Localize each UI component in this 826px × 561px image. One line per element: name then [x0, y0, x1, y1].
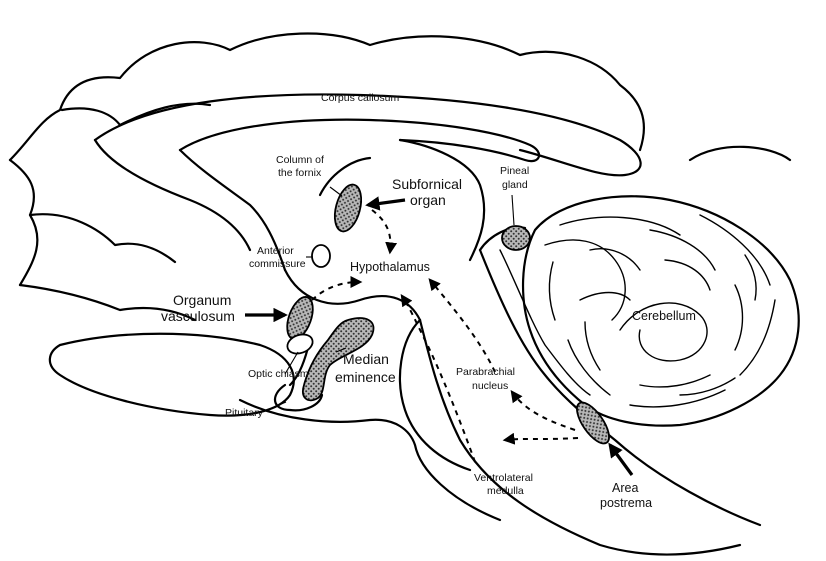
label-corpus-callosum: Corpus callosum — [321, 92, 399, 104]
label-vlm-1: Ventrolateral — [474, 472, 533, 484]
pathway-ovlt-to-hypothalamus — [312, 282, 360, 300]
label-vlm-2: medulla — [487, 485, 524, 497]
cortex-left-edge — [10, 160, 37, 285]
leader-column-fornix — [330, 187, 342, 196]
pathway-pbn-to-hypothalamus — [430, 280, 495, 372]
subfornical-organ-shape — [330, 182, 366, 235]
leader-pineal — [512, 195, 514, 225]
label-hypothalamus: Hypothalamus — [350, 260, 430, 274]
temporal-lower — [240, 400, 500, 520]
label-subfornical-2: organ — [410, 192, 446, 208]
label-column-fornix-1: Column of — [276, 154, 324, 166]
label-pituitary: Pituitary — [225, 407, 264, 419]
label-median-2: eminence — [335, 369, 396, 385]
label-median-1: Median — [343, 351, 389, 367]
pathway-medulla-to-hypothalamus — [402, 296, 475, 462]
label-cerebellum: Cerebellum — [632, 309, 696, 323]
corpus-callosum-outer — [95, 94, 641, 175]
label-anterior-comm-2: commissure — [249, 258, 306, 270]
label-organum-2: vasculosum — [161, 308, 235, 324]
arrow-subfornical — [368, 200, 405, 205]
label-parabrachial-1: Parabrachial — [456, 366, 515, 378]
anterior-commissure-shape — [312, 245, 330, 267]
label-organum-1: Organum — [173, 292, 231, 308]
pons-outline — [400, 320, 470, 470]
right-gyrus — [690, 147, 790, 160]
label-anterior-comm-1: Anterior — [257, 245, 294, 257]
arrow-area-postrema — [610, 445, 632, 475]
label-column-fornix-2: the fornix — [278, 167, 322, 179]
label-subfornical-1: Subfornical — [392, 176, 462, 192]
label-pineal-1: Pineal — [500, 165, 529, 177]
area-postrema-shape — [571, 398, 615, 449]
gyrus-line-1 — [62, 104, 210, 125]
gyrus-line-2 — [30, 214, 175, 262]
pathway-sfo-to-hypothalamus — [372, 210, 390, 252]
pineal-gland-shape — [502, 226, 530, 250]
label-optic-chiasm: Optic chiasm — [248, 368, 309, 380]
label-area-postrema-1: Area — [612, 481, 638, 495]
pathway-ap-to-medulla — [505, 438, 578, 440]
label-parabrachial-2: nucleus — [472, 380, 508, 392]
corpus-callosum-inner — [180, 120, 539, 161]
frontal-inner — [95, 140, 250, 250]
label-pineal-2: gland — [502, 179, 528, 191]
label-area-postrema-2: postrema — [600, 496, 652, 510]
